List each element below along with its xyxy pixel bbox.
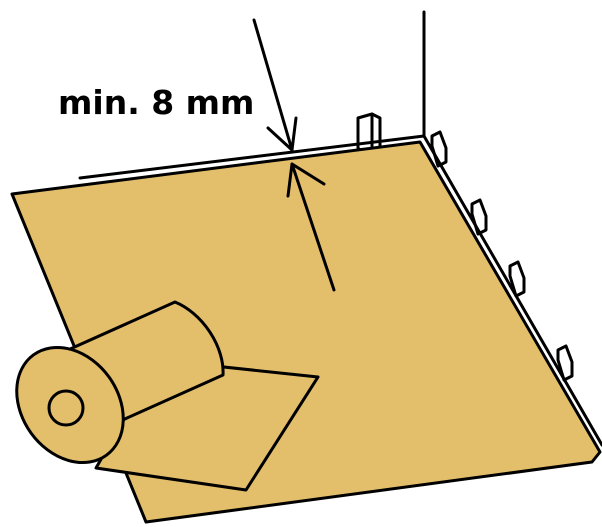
gap-indicator bbox=[252, 18, 336, 292]
gap-label: min. 8 mm bbox=[58, 83, 254, 122]
spacer-wedge bbox=[508, 260, 526, 298]
spacer-wedge bbox=[470, 198, 488, 236]
back-wall-baseline bbox=[78, 134, 426, 180]
gap-arrow-up bbox=[290, 162, 336, 292]
spacer-wedge bbox=[430, 130, 448, 168]
spacer-wedge bbox=[556, 344, 574, 382]
spacer-wedges bbox=[430, 130, 574, 382]
gap-arrow-up-head bbox=[286, 162, 326, 198]
gap-arrow-down bbox=[252, 18, 294, 152]
roll-core bbox=[47, 389, 85, 427]
underlay-roll bbox=[15, 300, 225, 465]
gap-arrow-down-head bbox=[266, 116, 298, 152]
roll-end-face bbox=[15, 345, 125, 465]
